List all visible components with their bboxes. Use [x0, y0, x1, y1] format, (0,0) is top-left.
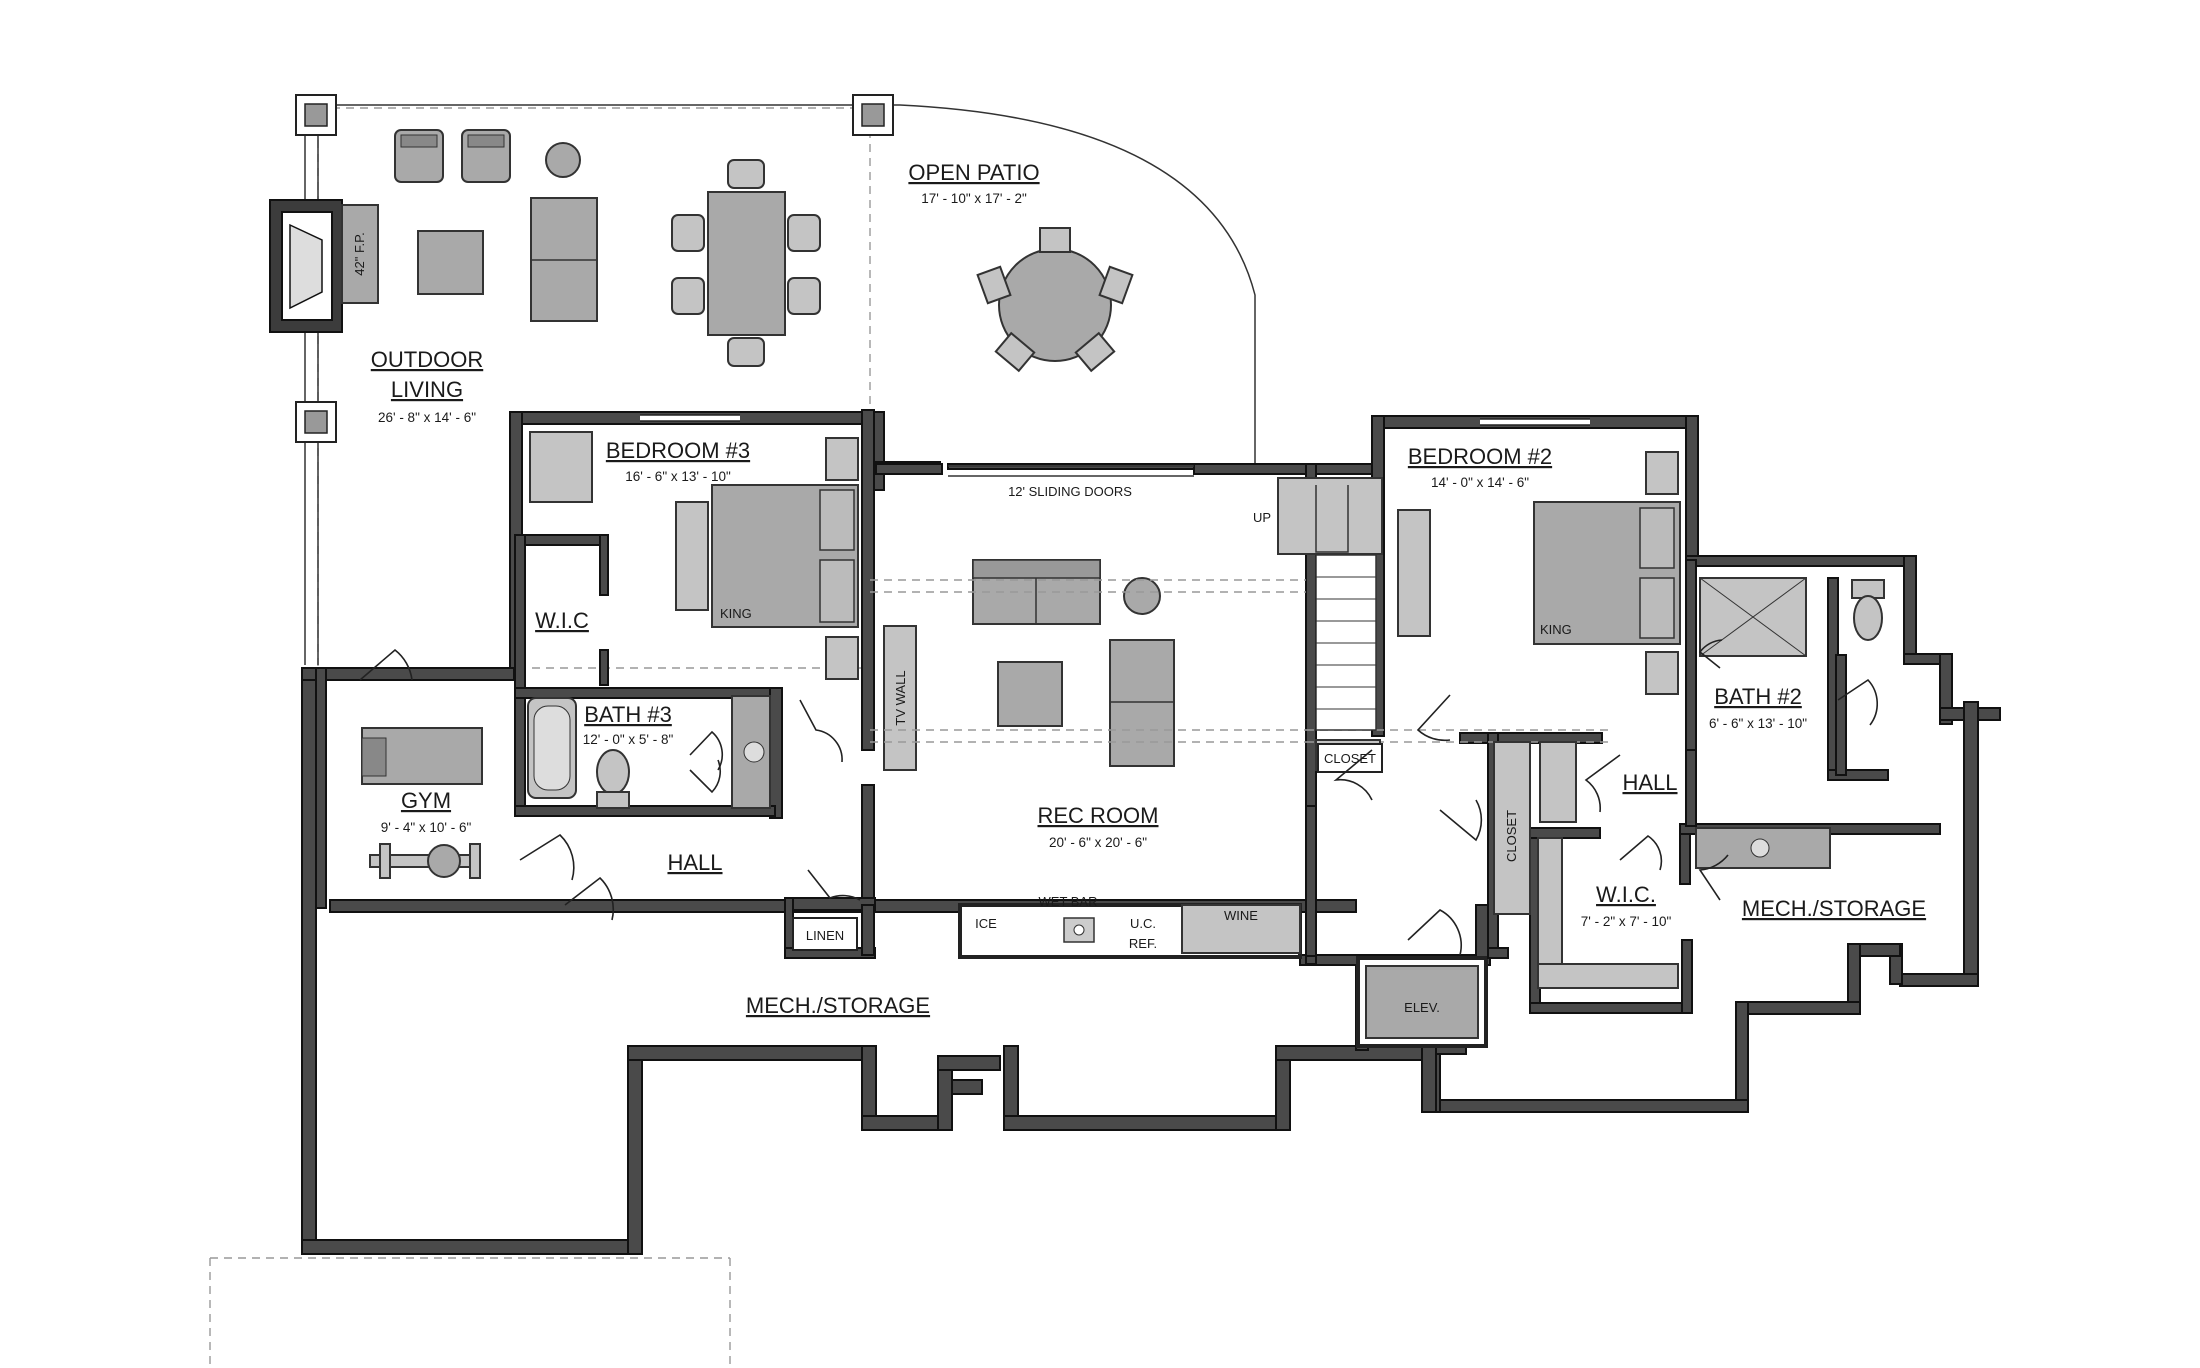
closet2-label: CLOSET	[1504, 810, 1519, 862]
mech-storage2-label: MECH./STORAGE	[1742, 896, 1926, 921]
outdoor-living-outline	[209, 107, 871, 1368]
rec-room-furniture	[870, 559, 1610, 771]
rec-room-label: REC ROOM	[1038, 803, 1159, 828]
ice-label: ICE	[975, 916, 997, 931]
wic3-label: W.I.C	[535, 608, 589, 633]
wic2-label: W.I.C.	[1596, 882, 1656, 907]
open-patio-dim: 17' - 10" x 17' - 2"	[921, 191, 1027, 206]
gym-label: GYM	[401, 788, 451, 813]
sliding-doors-label: 12' SLIDING DOORS	[1008, 484, 1132, 499]
wic2-dim: 7' - 2" x 7' - 10"	[1581, 914, 1672, 929]
hall2-label: HALL	[1622, 770, 1677, 795]
open-patio-outline	[870, 104, 1256, 465]
doors	[359, 639, 1879, 956]
bath2-dim: 6' - 6" x 13' - 10"	[1709, 716, 1807, 731]
wine-label: WINE	[1224, 908, 1258, 923]
elev-label: ELEV.	[1404, 1000, 1440, 1015]
patio-posts	[295, 94, 894, 443]
mech-storage1-label: MECH./STORAGE	[746, 993, 930, 1018]
bedroom2-label: BEDROOM #2	[1408, 444, 1552, 469]
gym-equipment	[361, 727, 483, 879]
bedroom3-furniture	[529, 431, 859, 680]
ref-label: REF.	[1129, 936, 1157, 951]
stairs	[1277, 477, 1383, 771]
closets	[1317, 741, 1679, 989]
bath3-label: BATH #3	[584, 702, 672, 727]
wet-bar-label: WET BAR	[1039, 894, 1098, 909]
bath2-fixtures	[1695, 577, 1885, 869]
outdoor-living-label-2: LIVING	[391, 377, 463, 402]
bedroom3-dim: 16' - 6" x 13' - 10"	[625, 469, 731, 484]
bedroom2-dim: 14' - 0" x 14' - 6"	[1431, 475, 1529, 490]
up-label: UP	[1253, 510, 1271, 525]
bath3-dim: 12' - 0" x 5' - 8"	[583, 732, 674, 747]
outdoor-furniture	[394, 129, 821, 367]
rec-room-dim: 20' - 6" x 20' - 6"	[1049, 835, 1147, 850]
uc-label: U.C.	[1130, 916, 1156, 931]
closet1-label: CLOSET	[1324, 751, 1376, 766]
bedroom3-label: BEDROOM #3	[606, 438, 750, 463]
fireplace-label: 42" F.P.	[352, 232, 367, 275]
tv-wall-label: TV WALL	[893, 670, 908, 725]
hall1-label: HALL	[667, 850, 722, 875]
linen-label: LINEN	[806, 928, 844, 943]
bath3-fixtures	[527, 695, 771, 809]
king-label-1: KING	[720, 606, 752, 621]
bath2-label: BATH #2	[1714, 684, 1802, 709]
linen-closet	[792, 917, 858, 951]
patio-table	[976, 227, 1134, 373]
fireplace	[269, 199, 379, 333]
outdoor-living-dim: 26' - 8" x 14' - 6"	[378, 410, 476, 425]
gym-dim: 9' - 4" x 10' - 6"	[381, 820, 472, 835]
king-label-2: KING	[1540, 622, 1572, 637]
open-patio-label: OPEN PATIO	[908, 160, 1039, 185]
outdoor-living-label-1: OUTDOOR	[371, 347, 483, 372]
bedroom2-furniture	[1397, 451, 1681, 695]
